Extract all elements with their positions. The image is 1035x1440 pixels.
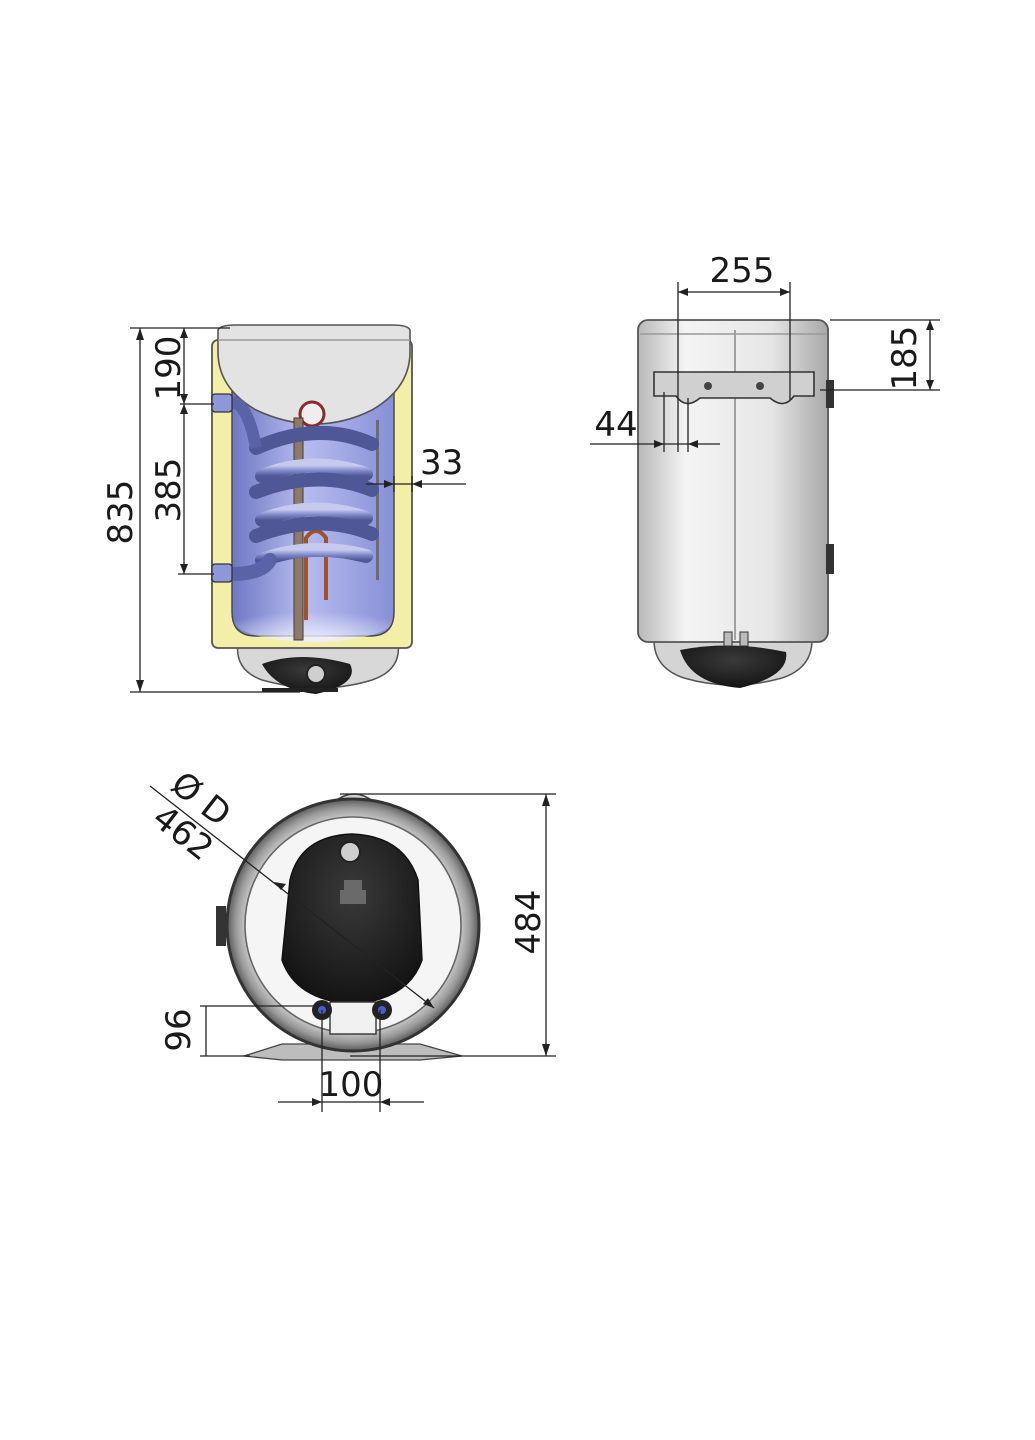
back-bracket-hole-left: [704, 382, 712, 390]
dim-255-label: 255: [710, 251, 775, 291]
bottom-pipe-block: [329, 1001, 377, 1035]
front-dimensions: 835 190 385 33: [101, 327, 466, 693]
back-bottom-pipe-left: [723, 631, 733, 647]
dim-385-label: 385: [149, 458, 189, 523]
dim-100-label: 100: [319, 1065, 384, 1105]
front-tank-bottom-highlight: [233, 598, 393, 642]
bottom-side-fitting: [216, 906, 226, 946]
bottom-top-knob: [339, 841, 361, 863]
front-lower-connector: [211, 563, 233, 583]
dim-190-label: 190: [149, 336, 189, 401]
back-side-fitting-top: [826, 380, 834, 408]
back-control-housing: [680, 645, 787, 688]
front-top-cover: [217, 324, 411, 425]
front-heating-loop: [304, 529, 328, 620]
bottom-view: [216, 793, 481, 1061]
back-bottom-pipe-right: [739, 631, 749, 647]
back-bracket-hole-right: [756, 382, 764, 390]
back-shell: [637, 319, 829, 643]
back-dimensions: 255 185 44: [590, 251, 940, 452]
back-view: [637, 319, 834, 688]
dim-484-label: 484: [509, 890, 549, 955]
back-mounting-bracket: [653, 371, 815, 405]
dim-33-label: 33: [420, 443, 463, 483]
dim-96-label: 96: [159, 1008, 199, 1051]
front-anode: [376, 420, 379, 580]
front-view: [211, 324, 413, 694]
bottom-control-housing: [281, 833, 423, 1005]
bottom-housing-emblem-icon: [340, 880, 366, 904]
front-thermometer-icon: [298, 400, 326, 428]
front-spiral-coil: [225, 396, 379, 581]
front-upper-connector: [211, 393, 233, 413]
back-side-fitting-bottom: [826, 544, 834, 574]
dim-185-label: 185: [885, 326, 925, 391]
dim-44-label: 44: [594, 405, 637, 445]
dim-835-label: 835: [101, 480, 141, 545]
front-thermostat-knob: [306, 664, 326, 684]
